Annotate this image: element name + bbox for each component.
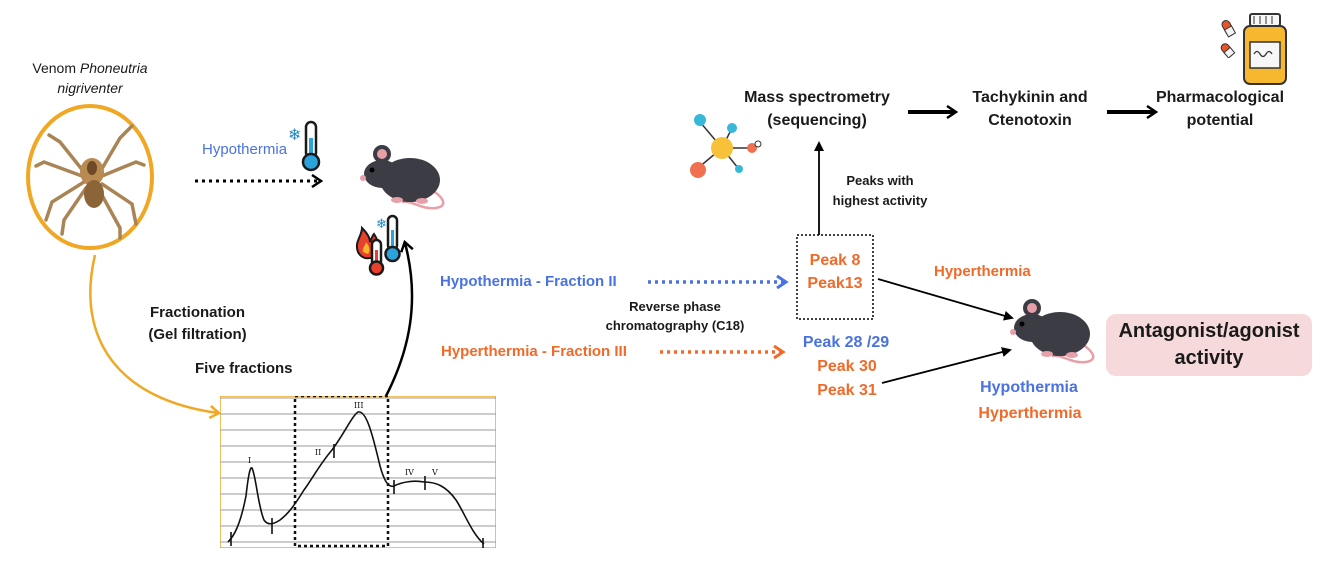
pharma-line2: potential bbox=[1186, 112, 1254, 129]
pharma-line1: Pharmacological bbox=[1155, 89, 1285, 106]
reverse-phase-line2: chromatography (C18) bbox=[605, 318, 745, 333]
arrow-peak31-to-mouse bbox=[881, 347, 1012, 384]
reverse-phase-label: Reverse phase chromatography (C18) bbox=[590, 297, 760, 335]
reverse-phase-line1: Reverse phase bbox=[629, 299, 721, 314]
medicine-bottle-icon bbox=[1240, 12, 1290, 88]
peak31-label: Peak 31 bbox=[817, 382, 877, 399]
arrow-peaks-to-mouse bbox=[877, 278, 1014, 321]
peak13-label: Peak13 bbox=[807, 275, 863, 292]
fractionation-line2: (Gel filtration) bbox=[148, 326, 247, 343]
antagonist-line1: Antagonist/agonist bbox=[1118, 320, 1300, 342]
svg-text:❄: ❄ bbox=[376, 217, 387, 232]
five-fractions-label: Five fractions bbox=[195, 360, 293, 377]
arrow-fraction-to-thermometer bbox=[383, 243, 412, 399]
pharma-label: Pharmacological potential bbox=[1150, 86, 1290, 132]
mass-spec-label: Mass spectrometry (sequencing) bbox=[722, 86, 912, 132]
hypothermia-bottom-label: Hypothermia bbox=[980, 379, 1078, 396]
venom-genus: Phoneutria bbox=[79, 60, 148, 76]
mouse-icon bbox=[352, 140, 452, 212]
spider-photo bbox=[24, 102, 156, 252]
peaks-highest-line1: Peaks with bbox=[846, 173, 914, 188]
svg-text:❄: ❄ bbox=[288, 125, 301, 144]
peak-label-iv: IV bbox=[405, 468, 414, 477]
peaks-highest-label: Peaks with highest activity bbox=[810, 171, 950, 211]
peaks-highest-line2: highest activity bbox=[832, 193, 928, 208]
hypo-fraction-label: Hypothermia - Fraction II bbox=[440, 273, 617, 290]
chromatogram: I II III IV V bbox=[219, 394, 497, 549]
venom-label: Venom Phoneutria nigriventer bbox=[5, 58, 175, 98]
tachykinin-line2: Ctenotoxin bbox=[988, 112, 1072, 129]
peak-label-ii: II bbox=[315, 448, 321, 457]
tachykinin-line1: Tachykinin and bbox=[972, 89, 1088, 106]
antagonist-line2: activity bbox=[1174, 347, 1244, 369]
peak8-label: Peak 8 bbox=[809, 252, 861, 269]
hypothermia-top-label: Hypothermia bbox=[202, 141, 288, 158]
fractionation-label: Fractionation (Gel filtration) bbox=[120, 302, 275, 346]
snowflake-thermometer-icon: ❄ bbox=[286, 120, 326, 172]
arrow-fractionation-curve bbox=[89, 254, 218, 413]
molecule-icon bbox=[686, 110, 766, 182]
fraction-highlight-box bbox=[293, 394, 390, 548]
mouse-right-icon bbox=[1004, 296, 1100, 366]
venom-word: Venom bbox=[32, 60, 76, 76]
pills-icon bbox=[1218, 18, 1244, 59]
hyper-fraction-label: Hyperthermia - Fraction III bbox=[441, 343, 627, 360]
peak-label-v: V bbox=[431, 468, 438, 477]
fractionation-line1: Fractionation bbox=[149, 304, 245, 321]
peak-label-i: I bbox=[248, 456, 251, 465]
venom-species: nigriventer bbox=[57, 80, 123, 96]
peak-box bbox=[796, 234, 874, 320]
hyperthermia-bottom-label: Hyperthermia bbox=[978, 405, 1082, 422]
mass-spec-line2: (sequencing) bbox=[767, 112, 867, 129]
antagonist-badge bbox=[1106, 314, 1312, 376]
antagonist-label: Antagonist/agonist activity bbox=[1106, 318, 1312, 372]
tachykinin-label: Tachykinin and Ctenotoxin bbox=[955, 86, 1105, 132]
peak-label-iii: III bbox=[354, 401, 363, 410]
mass-spec-line1: Mass spectrometry bbox=[744, 89, 890, 106]
chromatogram-trace bbox=[227, 411, 485, 545]
peak2829-label: Peak 28 /29 bbox=[802, 334, 890, 351]
peak30-label: Peak 30 bbox=[817, 358, 877, 375]
fire-thermometer-icon: ❄ bbox=[352, 214, 404, 276]
hyperthermia-right-label: Hyperthermia bbox=[934, 263, 1031, 280]
